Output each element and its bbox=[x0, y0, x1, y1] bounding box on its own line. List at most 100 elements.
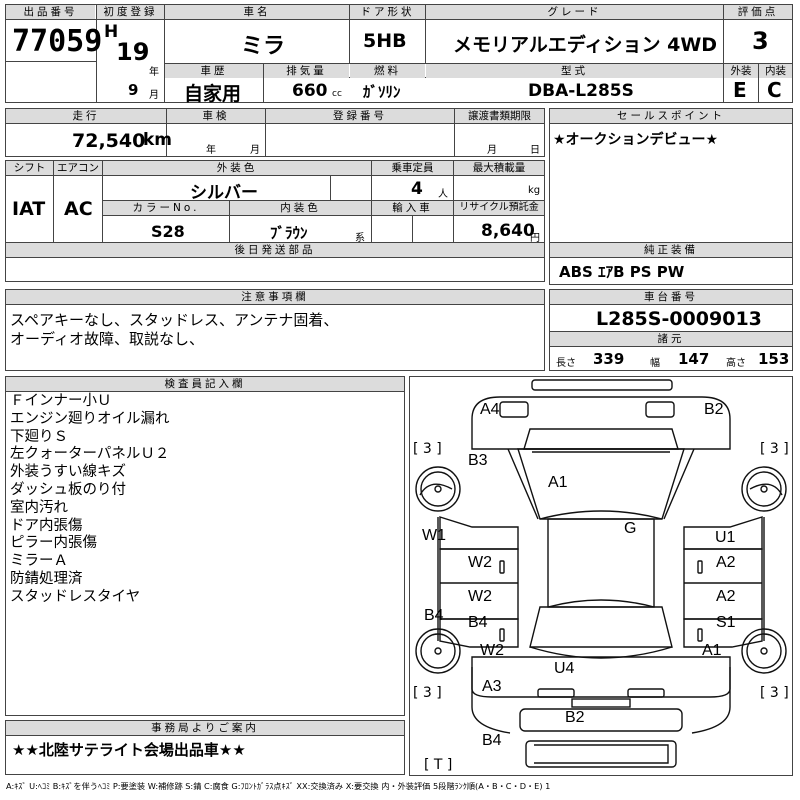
inspector-note-line: ダッシュ板のり付 bbox=[10, 481, 126, 498]
info-row3 bbox=[5, 160, 545, 282]
shift-label: シフト bbox=[6, 161, 53, 175]
history-label: 車歴 bbox=[165, 64, 263, 78]
chassis-label: 車台番号 bbox=[550, 290, 792, 304]
notes-box bbox=[5, 289, 545, 371]
equipment-label: 純正装備 bbox=[550, 243, 792, 257]
damage-mark: A4 bbox=[480, 401, 500, 418]
lot-number: 77059 bbox=[12, 24, 103, 59]
damage-mark: B4 bbox=[482, 732, 502, 749]
inspector-note-line: ミラーＡ bbox=[10, 553, 68, 570]
inspector-note-line: 防錆処理済 bbox=[10, 570, 83, 587]
notes-label: 注意事項欄 bbox=[6, 290, 544, 304]
transfer-month-unit: 月 bbox=[487, 145, 497, 156]
damage-mark: A1 bbox=[548, 474, 568, 491]
length: 339 bbox=[593, 350, 625, 368]
year-unit: 年 bbox=[149, 67, 159, 78]
damage-mark: B2 bbox=[565, 709, 585, 726]
ext-color: シルバー bbox=[190, 183, 258, 203]
damage-mark: W2 bbox=[468, 588, 492, 605]
air-conditioning: AC bbox=[64, 198, 93, 220]
inspector-note-line: Ｆインナー小Ｕ bbox=[10, 393, 112, 409]
damage-mark: B2 bbox=[704, 401, 724, 418]
inspector-note-line: エンジン廻りオイル漏れ bbox=[10, 410, 170, 427]
grade: メモリアルエディション 4WD bbox=[453, 34, 718, 56]
spec-label: 諸元 bbox=[550, 332, 792, 346]
door-label: ドア形状 bbox=[350, 5, 425, 19]
int-grade-label: 内装 bbox=[759, 64, 792, 78]
notes-line-2: オーディオ故障、取説なし、 bbox=[10, 330, 204, 348]
length-label: 長さ bbox=[556, 358, 576, 369]
inspector-label: 検査員記入欄 bbox=[6, 377, 404, 391]
inspector-note-line: ドア内張傷 bbox=[10, 517, 83, 534]
damage-mark: W2 bbox=[468, 554, 492, 571]
tire-tread-front-left: [ 3 ] bbox=[413, 441, 442, 457]
selling-point-label: セールスポイント bbox=[550, 109, 792, 123]
inspector-note-line: スタッドレスタイヤ bbox=[10, 588, 141, 605]
fuel-label: 燃料 bbox=[350, 64, 425, 78]
mileage-label: 走行 bbox=[6, 109, 166, 123]
car-name-label: 車名 bbox=[165, 5, 349, 19]
info-row2 bbox=[5, 108, 545, 157]
height-label: 高さ bbox=[726, 358, 746, 369]
inspector-note-line: ピラー内張傷 bbox=[10, 535, 97, 552]
int-color: ﾌﾞﾗｳﾝ bbox=[270, 224, 308, 242]
inspector-note-line: 外装うすい線キズ bbox=[10, 464, 126, 481]
tire-tread-front-right: [ 3 ] bbox=[760, 441, 789, 457]
recycle-fee: 8,640 bbox=[481, 221, 535, 241]
inspector-note-line: 室内汚れ bbox=[10, 499, 68, 516]
damage-mark: S1 bbox=[716, 614, 736, 631]
displacement-label: 排気量 bbox=[264, 64, 349, 78]
tire-tread-rear-right: [ 3 ] bbox=[760, 685, 789, 701]
header-row1 bbox=[5, 4, 793, 103]
model-code: DBA-L285S bbox=[528, 81, 634, 101]
recycle-label: リサイクル預託金 bbox=[454, 201, 544, 215]
damage-mark: W1 bbox=[422, 527, 446, 544]
damage-mark: A2 bbox=[716, 554, 736, 571]
ext-grade: E bbox=[733, 78, 747, 102]
inspector-box bbox=[5, 376, 405, 716]
reg-number-label: 登録番号 bbox=[266, 109, 454, 123]
ext-grade-label: 外装 bbox=[724, 64, 758, 78]
selling-point-box bbox=[549, 108, 793, 285]
transfer-label: 譲渡書類期限 bbox=[455, 109, 544, 123]
damage-mark: U4 bbox=[554, 660, 575, 677]
fuel: ｶﾞｿﾘﾝ bbox=[363, 83, 401, 101]
shift: IAT bbox=[12, 198, 46, 220]
transfer-day-unit: 日 bbox=[530, 145, 540, 156]
load-unit: kg bbox=[528, 185, 541, 196]
reg-year: 19 bbox=[116, 38, 150, 66]
spare-tire-status: [ T ] bbox=[424, 757, 453, 773]
damage-mark: G bbox=[624, 520, 636, 537]
score-label: 評価点 bbox=[724, 5, 792, 19]
damage-mark: B4 bbox=[468, 614, 488, 631]
int-grade: C bbox=[767, 78, 782, 102]
damage-legend: A:ｷｽﾞ U:ﾍｺﾐ B:ｷｽﾞを伴うﾍｺﾐ P:要塗装 W:補修跡 S:錆 … bbox=[6, 781, 551, 791]
lot-label: 出品番号 bbox=[6, 5, 95, 19]
color-no: S28 bbox=[151, 222, 185, 241]
damage-mark: B4 bbox=[424, 607, 444, 624]
load-label: 最大積載量 bbox=[454, 161, 544, 175]
model-label: 型式 bbox=[426, 64, 723, 78]
office-notice: ★★北陸サテライト会場出品車★★ bbox=[12, 741, 246, 759]
width: 147 bbox=[678, 350, 710, 368]
car-name: ミラ bbox=[241, 34, 286, 59]
notes-line-1: スペアキーなし、スタッドレス、アンテナ固着、 bbox=[10, 311, 339, 329]
damage-mark: A1 bbox=[702, 642, 722, 659]
mileage: 72,540 bbox=[72, 130, 146, 152]
month-unit: 月 bbox=[149, 90, 159, 101]
door-type: 5HB bbox=[363, 30, 407, 52]
history: 自家用 bbox=[184, 83, 242, 105]
score: 3 bbox=[752, 27, 769, 55]
office-box bbox=[5, 720, 405, 775]
inspection-label: 車検 bbox=[167, 109, 265, 123]
damage-mark: A3 bbox=[482, 678, 502, 695]
damage-mark: B3 bbox=[468, 452, 488, 469]
seats-unit: 人 bbox=[438, 189, 448, 200]
displacement-unit: cc bbox=[332, 89, 342, 99]
damage-mark: U1 bbox=[715, 529, 736, 546]
chassis-number: L285S-0009013 bbox=[596, 308, 762, 330]
recycle-unit: 円 bbox=[530, 233, 540, 244]
inspector-note-line: 左クォーターパネルＵ２ bbox=[10, 446, 170, 463]
inspection-month-unit: 月 bbox=[250, 145, 260, 156]
